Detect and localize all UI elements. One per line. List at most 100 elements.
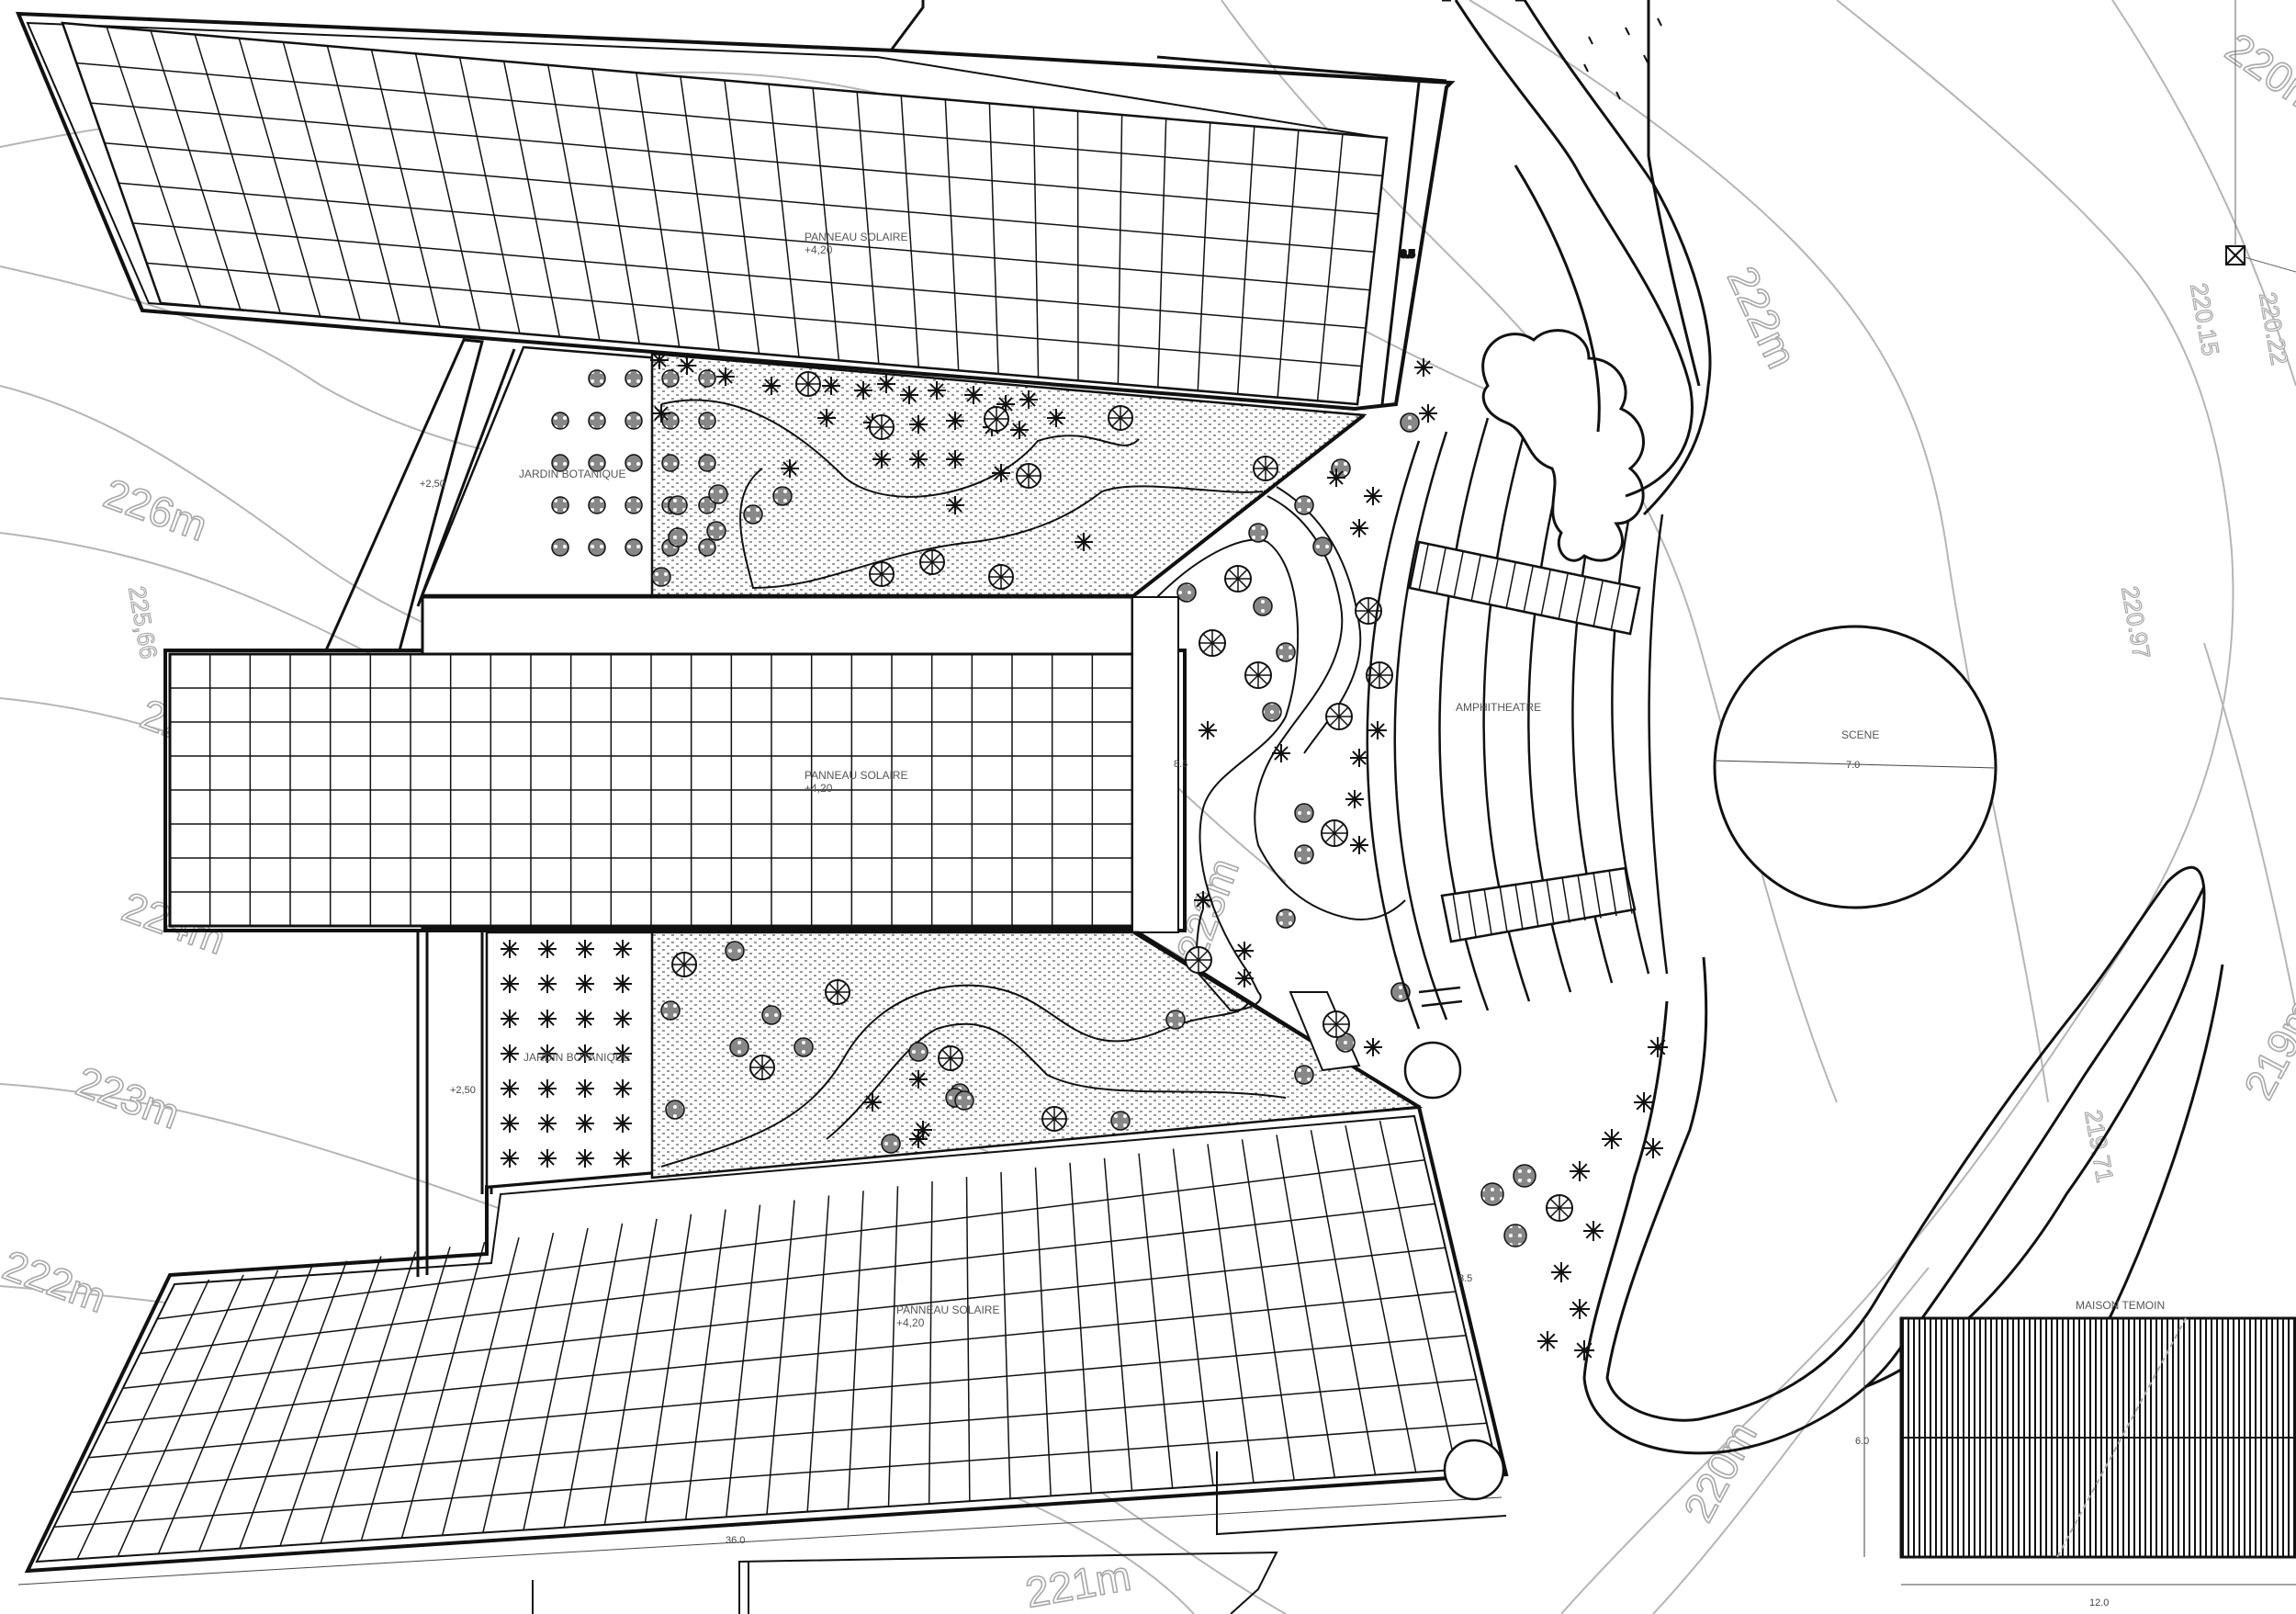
fountain-icon bbox=[1403, 1041, 1462, 1100]
shrub-icon bbox=[1574, 1340, 1594, 1360]
tree-icon bbox=[1176, 582, 1197, 603]
tree-icon bbox=[651, 567, 671, 587]
palm-icon bbox=[671, 952, 697, 977]
tree-icon bbox=[1262, 702, 1282, 722]
shrub-icon bbox=[501, 1114, 519, 1133]
panel-grid-line bbox=[591, 68, 640, 344]
shrub-icon bbox=[538, 1114, 557, 1133]
panel-grid-line bbox=[812, 87, 840, 361]
panel-grid-line bbox=[88, 1335, 1467, 1459]
tree-icon bbox=[661, 454, 680, 472]
contour-small-225-66: 225,66 bbox=[123, 584, 163, 661]
panel-grid-line bbox=[546, 64, 601, 341]
model-house-label: MAISON TEMOIN bbox=[2076, 1299, 2165, 1312]
tree-icon bbox=[588, 496, 606, 514]
north-garden bbox=[421, 345, 1367, 597]
tree-icon bbox=[588, 454, 606, 472]
tree-icon bbox=[551, 454, 569, 472]
tree-icon bbox=[729, 1037, 749, 1057]
panel-grid-line bbox=[988, 103, 999, 375]
east-plants bbox=[1480, 1037, 1668, 1360]
shrub-icon bbox=[1350, 519, 1368, 537]
panel-grid-line bbox=[146, 262, 1362, 367]
panel-grid-line bbox=[856, 91, 880, 365]
tree-icon bbox=[698, 412, 716, 430]
shrub-icon bbox=[678, 356, 696, 375]
contour-label-221: 221m bbox=[1022, 1552, 1134, 1614]
palm-icon bbox=[984, 406, 1009, 432]
north-annex: 8.5 bbox=[889, 0, 1447, 405]
stair-tread bbox=[1499, 886, 1508, 932]
palm-icon bbox=[1546, 1194, 1573, 1222]
stair-tread bbox=[1514, 883, 1524, 931]
contour-label-220: 220m bbox=[1674, 1414, 1766, 1529]
contour-label-222: 222m bbox=[0, 1241, 113, 1322]
south-panel-label: PANNEAU SOLAIRE bbox=[896, 1304, 999, 1316]
shrub-icon bbox=[613, 1149, 632, 1168]
palm-icon bbox=[1108, 405, 1133, 431]
contour-label-219: 219m bbox=[2234, 991, 2296, 1107]
shrub-icon bbox=[946, 496, 964, 514]
panel-grid-line bbox=[194, 34, 282, 314]
tree-icon bbox=[1294, 1065, 1314, 1085]
shrub-icon bbox=[909, 415, 928, 434]
contour-small-220-15: 220.15 bbox=[2185, 281, 2224, 358]
shrub-icon bbox=[538, 1079, 557, 1098]
panel-grid-line bbox=[1277, 130, 1300, 398]
dim-middle-depth: 8.5 bbox=[1174, 759, 1187, 770]
shrub-icon bbox=[1570, 1299, 1590, 1319]
tree-icon bbox=[1503, 1224, 1527, 1247]
tree-icon bbox=[772, 486, 793, 506]
shrub-icon bbox=[1570, 1161, 1590, 1181]
shrub-icon bbox=[1648, 1037, 1668, 1057]
tree-icon bbox=[1480, 1182, 1504, 1206]
panel-grid-line bbox=[157, 1159, 1425, 1320]
model-house-depth: 6.0 bbox=[1855, 1436, 1869, 1447]
shrub-icon bbox=[1327, 468, 1345, 487]
contour-label-226: 226m bbox=[98, 469, 214, 550]
shrub-icon bbox=[1551, 1262, 1571, 1282]
middle-solar-building: 8.5 bbox=[163, 595, 1187, 933]
shrub-icon bbox=[576, 1114, 594, 1133]
palm-icon bbox=[1253, 456, 1278, 481]
panel-grid-line bbox=[1157, 119, 1167, 388]
top-marks bbox=[1583, 17, 1662, 100]
panel-grid-line bbox=[71, 1378, 1477, 1494]
shrub-icon bbox=[613, 940, 632, 958]
tree-icon bbox=[625, 454, 643, 472]
shrub-icon bbox=[1235, 969, 1254, 988]
tree-icon bbox=[588, 538, 606, 557]
stair-tread bbox=[1523, 566, 1534, 614]
tree-icon bbox=[625, 496, 643, 514]
tree-icon bbox=[881, 1134, 901, 1154]
stair-tread bbox=[1577, 874, 1586, 921]
shrub-icon bbox=[1047, 409, 1065, 427]
palm-icon bbox=[1321, 819, 1348, 847]
shrub-icon bbox=[909, 450, 928, 468]
panel-grid-line bbox=[636, 73, 681, 347]
shrub-icon bbox=[652, 404, 670, 423]
tree-icon bbox=[1400, 412, 1420, 433]
palm-icon bbox=[1366, 661, 1393, 689]
tree-icon bbox=[761, 1005, 782, 1025]
shrub-icon bbox=[992, 464, 1010, 482]
tree-icon bbox=[551, 538, 569, 557]
shrub-icon bbox=[762, 377, 781, 395]
contour-label-223: 223m bbox=[71, 1057, 186, 1138]
shrub-icon bbox=[1235, 942, 1254, 960]
shrub-icon bbox=[964, 386, 983, 404]
shrub-icon bbox=[1602, 1129, 1622, 1149]
panel-grid-line bbox=[768, 84, 800, 357]
palm-icon bbox=[1355, 597, 1382, 625]
stair-tread bbox=[1470, 555, 1481, 603]
panel-grid-line bbox=[724, 80, 760, 355]
winding-path bbox=[1442, 0, 2224, 1455]
north-panel-label: PANNEAU SOLAIRE bbox=[805, 231, 907, 243]
north-panel-level: +4,20 bbox=[805, 243, 833, 256]
amphitheatre-label: AMPHITHEATRE bbox=[1456, 701, 1541, 714]
shrub-icon bbox=[1075, 533, 1093, 551]
tree-icon bbox=[698, 454, 716, 472]
palm-icon bbox=[1199, 629, 1226, 657]
palm-icon bbox=[869, 414, 895, 440]
